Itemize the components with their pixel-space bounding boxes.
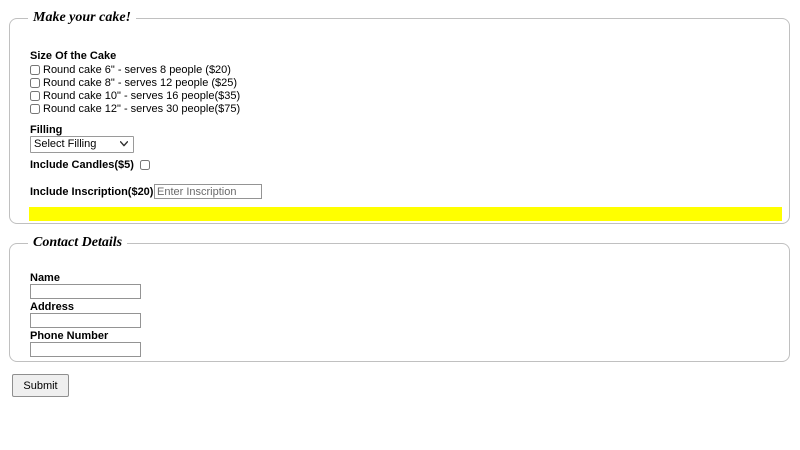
phone-number-input[interactable] bbox=[30, 342, 141, 357]
include-inscription-row[interactable]: Include Inscription($20) bbox=[30, 184, 262, 200]
filling-select[interactable]: Select Filling bbox=[30, 136, 134, 153]
submit-button[interactable]: Submit bbox=[12, 374, 69, 397]
order-total-bar bbox=[29, 207, 782, 221]
address-input[interactable] bbox=[30, 313, 141, 328]
size-option-checkbox-10in[interactable] bbox=[30, 91, 40, 101]
include-candles-row[interactable]: Include Candles($5) bbox=[30, 159, 150, 171]
size-option-row-4[interactable]: Round cake 12" - serves 30 people($75) bbox=[30, 102, 240, 116]
make-your-cake-legend: Make your cake! bbox=[33, 10, 131, 25]
contact-details-fieldset: Contact Details Name Address Phone Numbe… bbox=[9, 236, 790, 362]
include-candles-checkbox[interactable] bbox=[139, 160, 150, 170]
size-option-row-3[interactable]: Round cake 10" - serves 16 people($35) bbox=[30, 89, 240, 103]
name-input[interactable] bbox=[30, 284, 141, 299]
filling-select-wrap[interactable]: Select Filling bbox=[30, 136, 134, 153]
name-label: Name bbox=[30, 272, 60, 284]
size-option-checkbox-8in[interactable] bbox=[30, 78, 40, 88]
include-candles-label: Include Candles($5) bbox=[30, 159, 134, 171]
size-option-checkbox-6in[interactable] bbox=[30, 65, 40, 75]
phone-number-label: Phone Number bbox=[30, 330, 109, 342]
contact-panel-body: Name Address Phone Number bbox=[10, 250, 789, 361]
inscription-input[interactable] bbox=[154, 184, 262, 199]
size-option-label-12in: Round cake 12" - serves 30 people($75) bbox=[43, 103, 241, 115]
size-option-label-10in: Round cake 10" - serves 16 people($35) bbox=[43, 90, 241, 102]
size-option-checkbox-12in[interactable] bbox=[30, 104, 40, 114]
cake-panel-body: Size Of the Cake Round cake 6" - serves … bbox=[10, 25, 789, 223]
size-option-label-6in: Round cake 6" - serves 8 people ($20) bbox=[43, 64, 231, 76]
filling-label: Filling bbox=[30, 124, 63, 136]
contact-details-legend: Contact Details bbox=[33, 235, 123, 250]
make-your-cake-fieldset: Make your cake! Size Of the Cake Round c… bbox=[9, 11, 790, 224]
size-of-cake-label: Size Of the Cake bbox=[30, 50, 117, 62]
size-option-row-1[interactable]: Round cake 6" - serves 8 people ($20) bbox=[30, 63, 231, 77]
address-label: Address bbox=[30, 301, 75, 313]
include-inscription-label: Include Inscription($20) bbox=[30, 186, 154, 198]
size-option-label-8in: Round cake 8" - serves 12 people ($25) bbox=[43, 77, 238, 89]
size-option-row-2[interactable]: Round cake 8" - serves 12 people ($25) bbox=[30, 76, 237, 90]
